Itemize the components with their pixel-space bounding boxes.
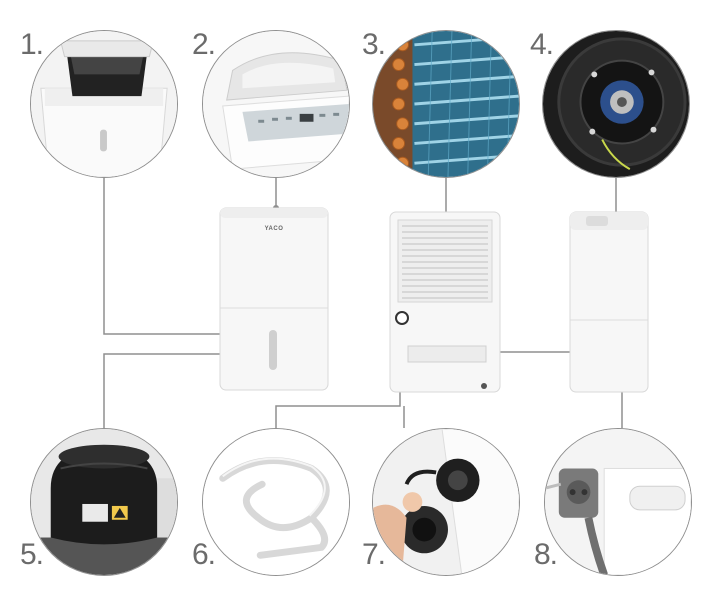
label-3: 3. <box>362 28 386 61</box>
label-1: 1. <box>20 28 44 61</box>
label-2: 2. <box>192 28 216 61</box>
unit-side-view <box>566 208 652 396</box>
detail-control-panel <box>202 30 350 178</box>
detail-power-plug <box>544 428 692 576</box>
detail-compressor <box>30 428 178 576</box>
label-8: 8. <box>534 538 558 571</box>
detail-evaporator-coil <box>372 30 520 178</box>
label-5: 5. <box>20 538 44 571</box>
detail-drain-hose <box>202 428 350 576</box>
detail-drain-port <box>372 428 520 576</box>
brand-logo: YACO <box>265 226 284 232</box>
label-6: 6. <box>192 538 216 571</box>
detail-water-tank <box>30 30 178 178</box>
label-4: 4. <box>530 28 554 61</box>
label-7: 7. <box>362 538 386 571</box>
unit-front-view: YACO <box>218 206 330 392</box>
detail-fan-motor <box>542 30 690 178</box>
unit-back-view <box>388 210 502 394</box>
